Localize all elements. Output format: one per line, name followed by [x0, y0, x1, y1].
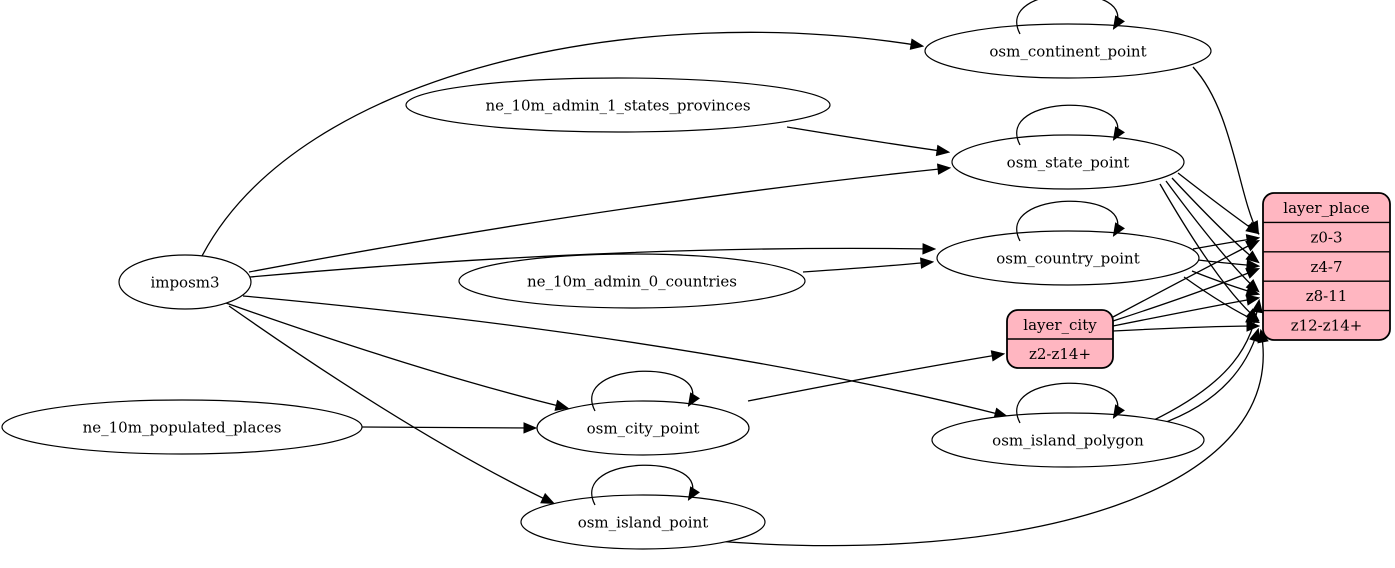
node-shape-osm_continent_point	[924, 23, 1212, 79]
node-shape-osm_country_point	[936, 230, 1200, 286]
node-shape-ne_10m_admin_0_countries	[458, 253, 806, 309]
node-label-osm_island_polygon: osm_island_polygon	[992, 431, 1144, 449]
edge-layer_city-to-layer_place-z0-3	[1112, 241, 1258, 318]
node-ne_10m_populated_places: ne_10m_populated_places	[1, 399, 363, 455]
edge-osm_continent_point-to-layer_place-z0-3	[1192, 66, 1258, 233]
node-shape-imposm3	[118, 254, 252, 310]
record-row-layer_place-z8-11: z8-11	[1306, 287, 1348, 305]
edge-imposm3-to-osm_continent_point	[201, 31, 922, 257]
nodes-layer: imposm3 ne_10m_admin_1_states_provincesne…	[1, 0, 1391, 550]
self-loop-osm_island_point	[591, 464, 693, 506]
self-loop-osm_country_point	[1016, 200, 1118, 242]
node-shape-osm_island_polygon	[931, 412, 1205, 468]
record-title-layer_city: layer_city	[1023, 316, 1097, 334]
node-shape-ne_10m_populated_places	[1, 399, 363, 455]
record-row-layer_place-z12-z14+: z12-z14+	[1291, 317, 1363, 335]
node-label-osm_country_point: osm_country_point	[996, 249, 1140, 267]
edge-layer_city-to-layer_place-z8-11	[1112, 298, 1258, 327]
edge-imposm3-to-osm_city_point	[225, 302, 567, 408]
edge-ne_10m_populated_places-to-osm_city_point	[361, 427, 535, 428]
edge-osm_country_point-to-layer_place-z8-11	[1191, 270, 1258, 294]
record-row-layer_place-z4-7: z4-7	[1310, 258, 1342, 276]
edges-layer	[201, 31, 1263, 547]
node-osm_country_point: osm_country_point	[936, 230, 1200, 286]
node-label-ne_10m_admin_0_countries: ne_10m_admin_0_countries	[527, 272, 737, 290]
node-osm_island_polygon: osm_island_polygon	[931, 412, 1205, 468]
node-osm_island_point: osm_island_point	[520, 494, 766, 550]
edge-imposm3-to-osm_island_point	[228, 305, 553, 503]
node-ne_10m_admin_1_states_provinces: ne_10m_admin_1_states_provinces	[405, 77, 831, 133]
edge-osm_island_polygon-to-layer_place-z12-z14+	[1157, 330, 1258, 426]
record-title-layer_place: layer_place	[1283, 199, 1370, 217]
node-imposm3: imposm3	[118, 254, 252, 310]
node-shape-osm_city_point	[536, 400, 750, 456]
edge-layer_city-to-layer_place-z4-7	[1112, 269, 1258, 322]
record-row-layer_city-z2-z14+: z2-z14+	[1029, 345, 1091, 363]
node-shape-ne_10m_admin_1_states_provinces	[405, 77, 831, 133]
node-label-ne_10m_admin_1_states_provinces: ne_10m_admin_1_states_provinces	[485, 96, 750, 114]
node-label-imposm3: imposm3	[150, 273, 219, 291]
edge-osm_city_point-to-layer_city-z2-z14+	[747, 354, 1003, 402]
node-shape-osm_state_point	[951, 134, 1185, 190]
self-loop-osm_island_polygon	[1016, 382, 1118, 424]
node-osm_city_point: osm_city_point	[536, 400, 750, 456]
edge-imposm3-to-osm_island_polygon	[242, 295, 1006, 416]
node-label-osm_island_point: osm_island_point	[578, 513, 709, 531]
edge-osm_country_point-to-layer_place-z12-z14+	[1183, 276, 1258, 322]
edge-osm_state_point-to-layer_place-z0-3	[1177, 172, 1258, 233]
node-label-osm_state_point: osm_state_point	[1007, 153, 1130, 171]
node-layer_place: layer_place z0-3 z4-7 z8-11 z12-z14+	[1262, 192, 1391, 341]
node-osm_state_point: osm_state_point	[951, 134, 1185, 190]
node-shape-layer_place	[1262, 192, 1391, 341]
self-loop-osm_state_point	[1016, 104, 1118, 146]
edge-osm_state_point-to-layer_place-z12-z14+	[1159, 183, 1258, 320]
edge-osm_island_polygon-to-layer_place-z8-11	[1151, 301, 1259, 422]
node-ne_10m_admin_0_countries: ne_10m_admin_0_countries	[458, 253, 806, 309]
edge-osm_country_point-to-layer_place-z0-3	[1192, 238, 1258, 250]
node-shape-osm_island_point	[520, 494, 766, 550]
node-label-osm_city_point: osm_city_point	[587, 419, 700, 437]
node-osm_continent_point: osm_continent_point	[924, 23, 1212, 79]
edge-ne_10m_admin_0_countries-to-osm_country_point	[802, 262, 932, 273]
edge-layer_city-to-layer_place-z12-z14+	[1112, 326, 1258, 331]
record-row-layer_place-z0-3: z0-3	[1310, 228, 1342, 246]
edge-osm_state_point-to-layer_place-z8-11	[1165, 180, 1258, 291]
edge-ne_10m_admin_1_states_provinces-to-osm_state_point	[786, 126, 948, 152]
edge-osm_country_point-to-layer_place-z4-7	[1197, 260, 1258, 266]
self-loop-osm_city_point	[591, 370, 693, 412]
edge-osm_island_point-to-layer_place-z12-z14+	[702, 331, 1263, 547]
node-label-ne_10m_populated_places: ne_10m_populated_places	[83, 418, 282, 436]
edge-imposm3-to-osm_state_point	[248, 168, 949, 273]
edge-imposm3-to-osm_country_point	[249, 248, 934, 278]
edge-osm_state_point-to-layer_place-z4-7	[1171, 177, 1258, 262]
self-loop-osm_continent_point	[1016, 0, 1118, 35]
node-label-osm_continent_point: osm_continent_point	[989, 42, 1146, 60]
node-layer_city: layer_city z2-z14+	[1006, 309, 1114, 369]
